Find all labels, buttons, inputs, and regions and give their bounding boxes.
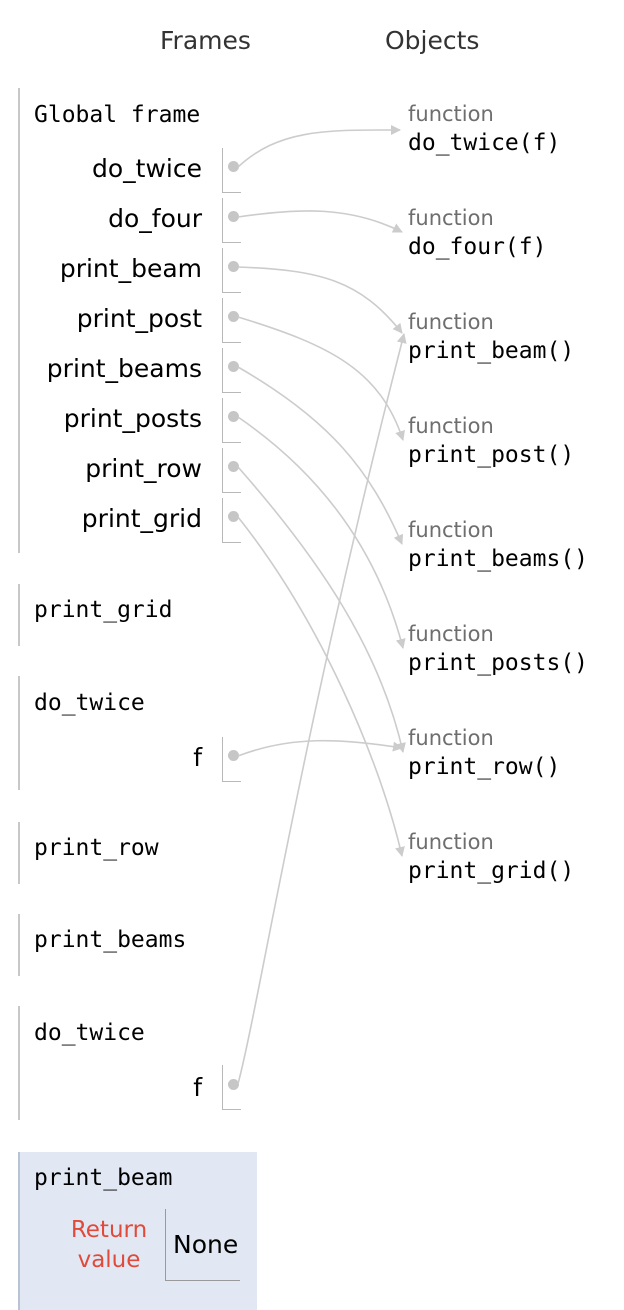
frame-do-twice-2: do_twice [18,1006,260,1120]
arrow-print-beams [237,366,404,545]
pointer-dot [228,311,239,322]
global-frame: Global frame [18,88,260,553]
frames-header: Frames [160,26,251,55]
pointer-dot [228,261,239,272]
arrow-print-grid [237,516,405,857]
object-print-posts: function print_posts() [408,622,588,680]
object-print-post: function print_post() [408,414,574,472]
arrow-frame-do-twice-f [237,739,403,757]
return-value-slot [165,1209,240,1281]
pointer-slot [222,1065,241,1110]
frame-title: print_row [34,835,159,861]
arrow-frame-do-twice-2-f [237,333,407,1085]
object-type: function [408,310,494,334]
object-name: print_beam() [408,338,575,364]
object-name: print_grid() [408,858,575,884]
arrow-do-four [237,210,403,233]
object-do-twice: function do_twice(f) [408,102,560,160]
object-do-four: function do_four(f) [408,206,546,264]
object-name: do_twice(f) [408,130,561,156]
var-do-four: do_four [108,204,202,233]
var-print-grid: print_grid [81,504,202,533]
object-print-row: function print_row() [408,726,560,784]
arrow-print-beam [237,266,403,334]
object-type: function [408,726,494,750]
object-name: print_row() [408,754,561,780]
return-value: None [173,1230,239,1259]
object-type: function [408,206,494,230]
pointer-slot [222,348,241,393]
var-print-post: print_post [76,304,202,333]
frame-title: do_twice [34,1020,145,1046]
objects-header: Objects [385,26,480,55]
pointer-slot [222,148,241,193]
arrow-print-post [237,316,405,441]
pointer-slot [222,198,241,243]
pointer-slot [222,298,241,343]
frame-print-row: print_row [18,822,260,884]
var-print-beam: print_beam [59,254,202,283]
var-do-twice: do_twice [92,154,202,183]
frame-title: print_beam [34,1165,173,1191]
frame-title: print_grid [34,597,173,623]
object-name: print_posts() [408,650,589,676]
frame-do-twice: do_twice [18,676,260,790]
pointer-dot [228,750,239,761]
frame-print-grid: print_grid [18,584,260,646]
frame-title: do_twice [34,690,145,716]
pointer-slot [222,737,241,782]
pointer-dot [228,411,239,422]
frame-title: Global frame [34,102,201,128]
pointer-slot [222,248,241,293]
object-name: print_beams() [408,546,589,572]
pointer-dot [228,511,239,522]
var-f: f [193,743,202,772]
object-type: function [408,518,494,542]
frame-title: print_beams [34,927,187,953]
frame-print-beams: print_beams [18,914,260,976]
pointer-dot [228,461,239,472]
pointer-slot [222,448,241,493]
object-print-beams: function print_beams() [408,518,588,576]
object-type: function [408,414,494,438]
var-print-beams: print_beams [46,354,202,383]
object-name: do_four(f) [408,234,547,260]
pointer-dot [228,161,239,172]
arrow-print-posts [237,416,406,649]
pointer-dot [228,361,239,372]
pointer-dot [228,1079,239,1090]
object-type: function [408,830,494,854]
arrow-do-twice [237,124,401,168]
var-print-posts: print_posts [63,404,202,433]
object-type: function [408,102,494,126]
var-f: f [193,1073,202,1102]
object-print-grid: function print_grid() [408,830,574,888]
var-print-row: print_row [85,454,202,483]
object-name: print_post() [408,442,575,468]
object-type: function [408,622,494,646]
pointer-dot [228,211,239,222]
arrow-print-row [237,466,406,753]
object-print-beam: function print_beam() [408,310,574,368]
pointer-slot [222,498,241,543]
pointer-slot [222,398,241,443]
